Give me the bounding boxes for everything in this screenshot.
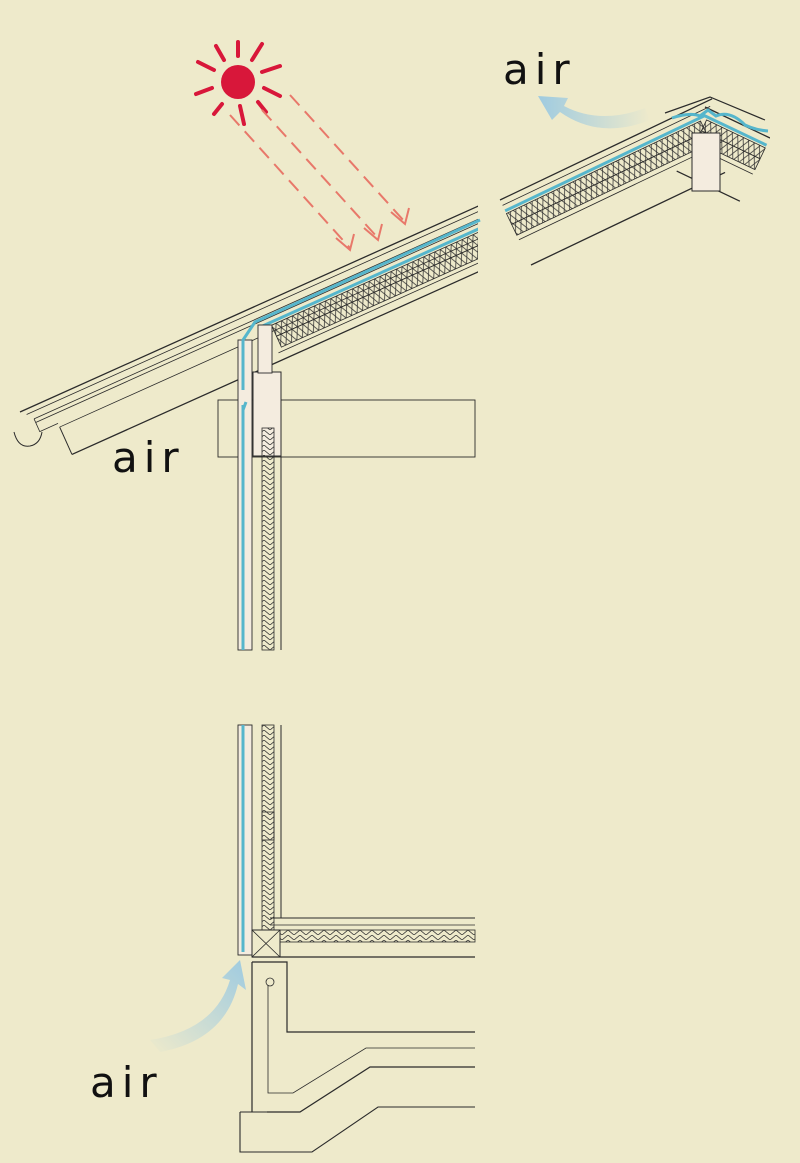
roof-section-ridge	[499, 96, 770, 266]
floor-beam	[217, 399, 476, 458]
solar-radiation-rays	[229, 94, 406, 249]
wall-insulation-upper	[261, 427, 275, 651]
roof-section-eave	[13, 198, 478, 456]
sill-plate	[251, 929, 281, 958]
wall-upper-cladding	[237, 339, 253, 651]
airflow-line	[260, 216, 478, 328]
air-label-base: air	[90, 1058, 163, 1107]
gutter	[13, 431, 43, 447]
ridge-beam	[691, 132, 721, 192]
wall-airflow-line-upper	[241, 401, 248, 650]
ridge-vent-airflow	[671, 108, 769, 133]
air-label-eave: air	[112, 433, 185, 482]
airflow-arrow-icon	[538, 96, 650, 129]
floor-section	[251, 917, 476, 958]
concrete-foundation	[239, 961, 475, 1153]
airflow-arrow-icon	[150, 960, 246, 1052]
air-label-ridge: air	[503, 45, 576, 94]
sun-icon	[194, 40, 282, 126]
wall-insulation-lower	[261, 724, 275, 931]
wall-lower-cladding	[237, 724, 253, 956]
